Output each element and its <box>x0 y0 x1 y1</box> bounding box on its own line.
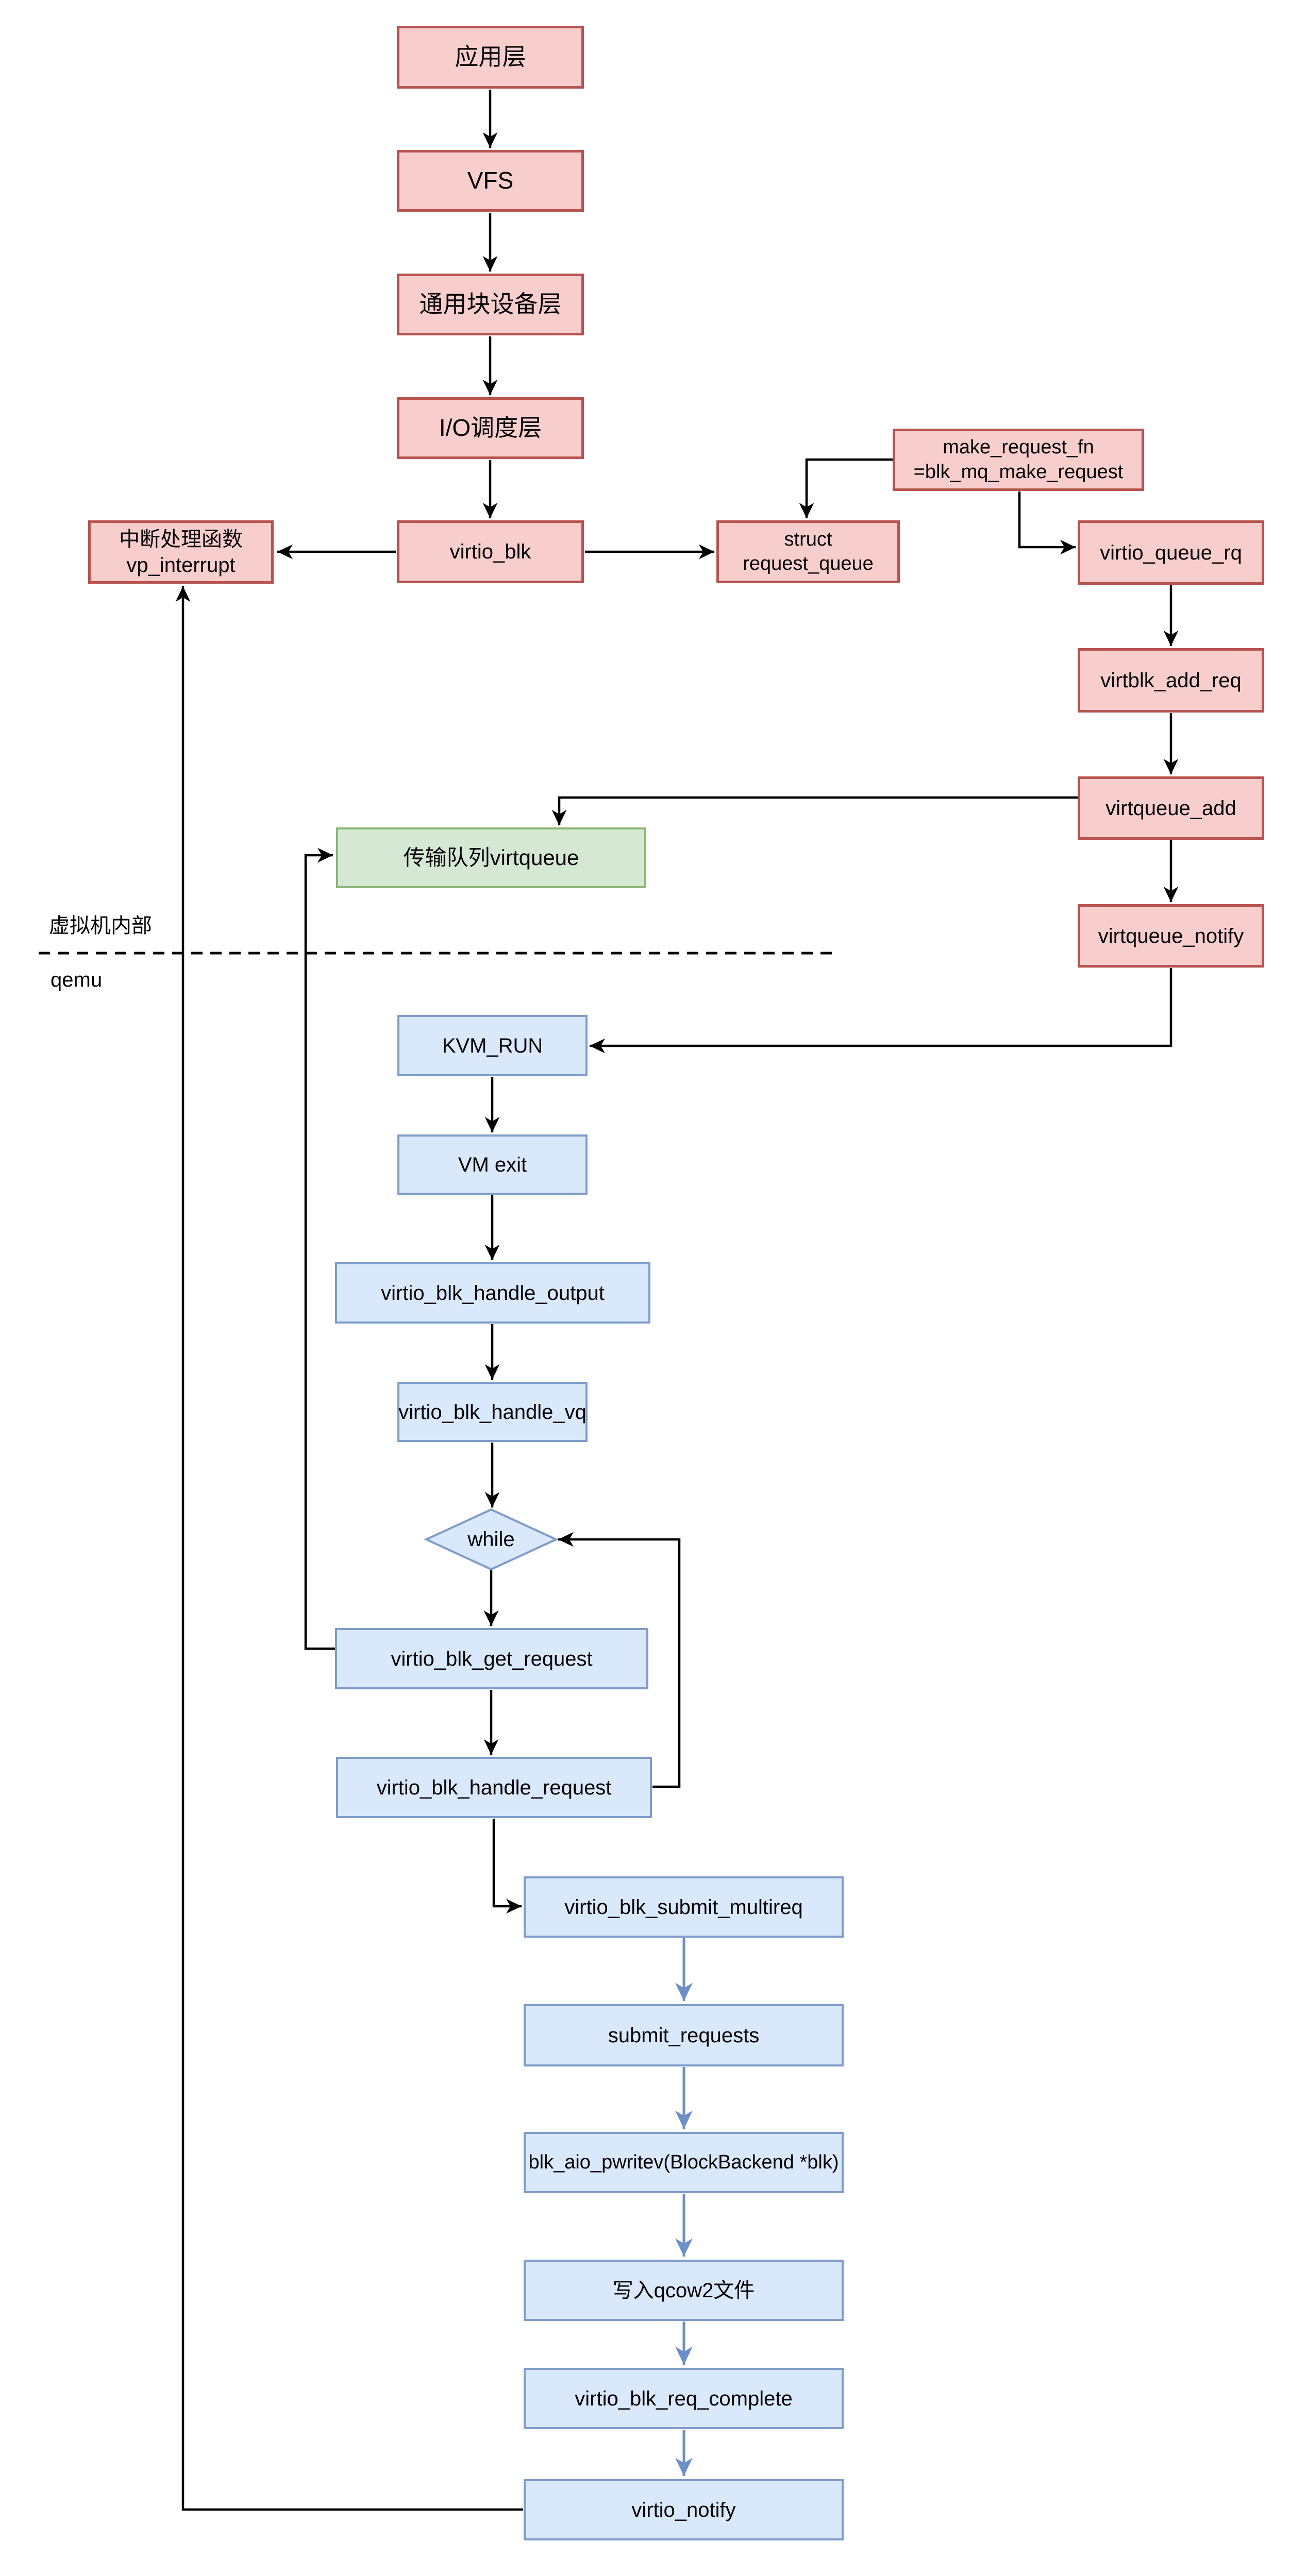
node-virtio-queue-rq: virtio_queue_rq <box>1078 520 1264 585</box>
node-virtio-blk-handle-vq: virtio_blk_handle_vq <box>397 1382 588 1442</box>
node-virtio-blk-handle-request: virtio_blk_handle_request <box>336 1757 652 1818</box>
node-submit-requests: submit_requests <box>524 2004 844 2066</box>
edge-getrequest-loop-to-virtqueue <box>304 848 335 1650</box>
label-qemu: qemu <box>51 969 103 991</box>
edge-makerequestfn-to-virtioqueuerq <box>1018 492 1076 555</box>
while-diamond-shape <box>424 1508 559 1571</box>
node-blk-aio-pwritev: blk_aio_pwritev(BlockBackend *blk) <box>524 2132 844 2193</box>
node-virtio-blk-req-complete: virtio_blk_req_complete <box>524 2368 844 2429</box>
node-while-loop: while <box>467 1528 515 1551</box>
node-vfs: VFS <box>397 150 584 212</box>
node-virtio-blk-submit-multireq: virtio_blk_submit_multireq <box>524 1876 844 1938</box>
edge-makerequestfn-to-requestqueue <box>799 458 893 518</box>
node-vp-interrupt: 中断处理函数 vp_interrupt <box>88 520 274 584</box>
node-virtqueue-notify: virtqueue_notify <box>1078 904 1264 968</box>
node-virtqueue-add: virtqueue_add <box>1078 776 1264 840</box>
node-virtio-notify: virtio_notify <box>524 2479 844 2540</box>
node-write-qcow2: 写入qcow2文件 <box>524 2260 844 2321</box>
label-vm-inside: 虚拟机内部 <box>49 914 152 937</box>
edge-handlerequest-to-submitmultireq <box>492 1819 522 1914</box>
node-io-scheduler-layer: I/O调度层 <box>397 397 584 459</box>
edge-virtqueueadd-to-virtqueue <box>551 796 1078 825</box>
edge-virtqueuenotify-to-kvmrun <box>590 968 1172 1054</box>
node-virtio-blk: virtio_blk <box>397 520 584 583</box>
edge-handlerequest-loop-to-while <box>558 1532 681 1788</box>
node-make-request-fn: make_request_fn =blk_mq_make_request <box>893 429 1144 491</box>
node-app-layer: 应用层 <box>397 26 584 89</box>
node-virtqueue-green: 传输队列virtqueue <box>336 827 646 888</box>
node-virtio-blk-get-request: virtio_blk_get_request <box>335 1628 648 1689</box>
edge-virtionotify-to-vpinterrupt <box>175 586 523 2511</box>
node-struct-request-queue: struct request_queue <box>716 520 900 583</box>
node-virtio-blk-handle-output: virtio_blk_handle_output <box>335 1262 650 1324</box>
node-vm-exit: VM exit <box>397 1134 588 1195</box>
node-virtblk-add-req: virtblk_add_req <box>1078 648 1264 713</box>
node-generic-block-layer: 通用块设备层 <box>397 274 584 335</box>
node-kvm-run: KVM_RUN <box>397 1015 588 1076</box>
